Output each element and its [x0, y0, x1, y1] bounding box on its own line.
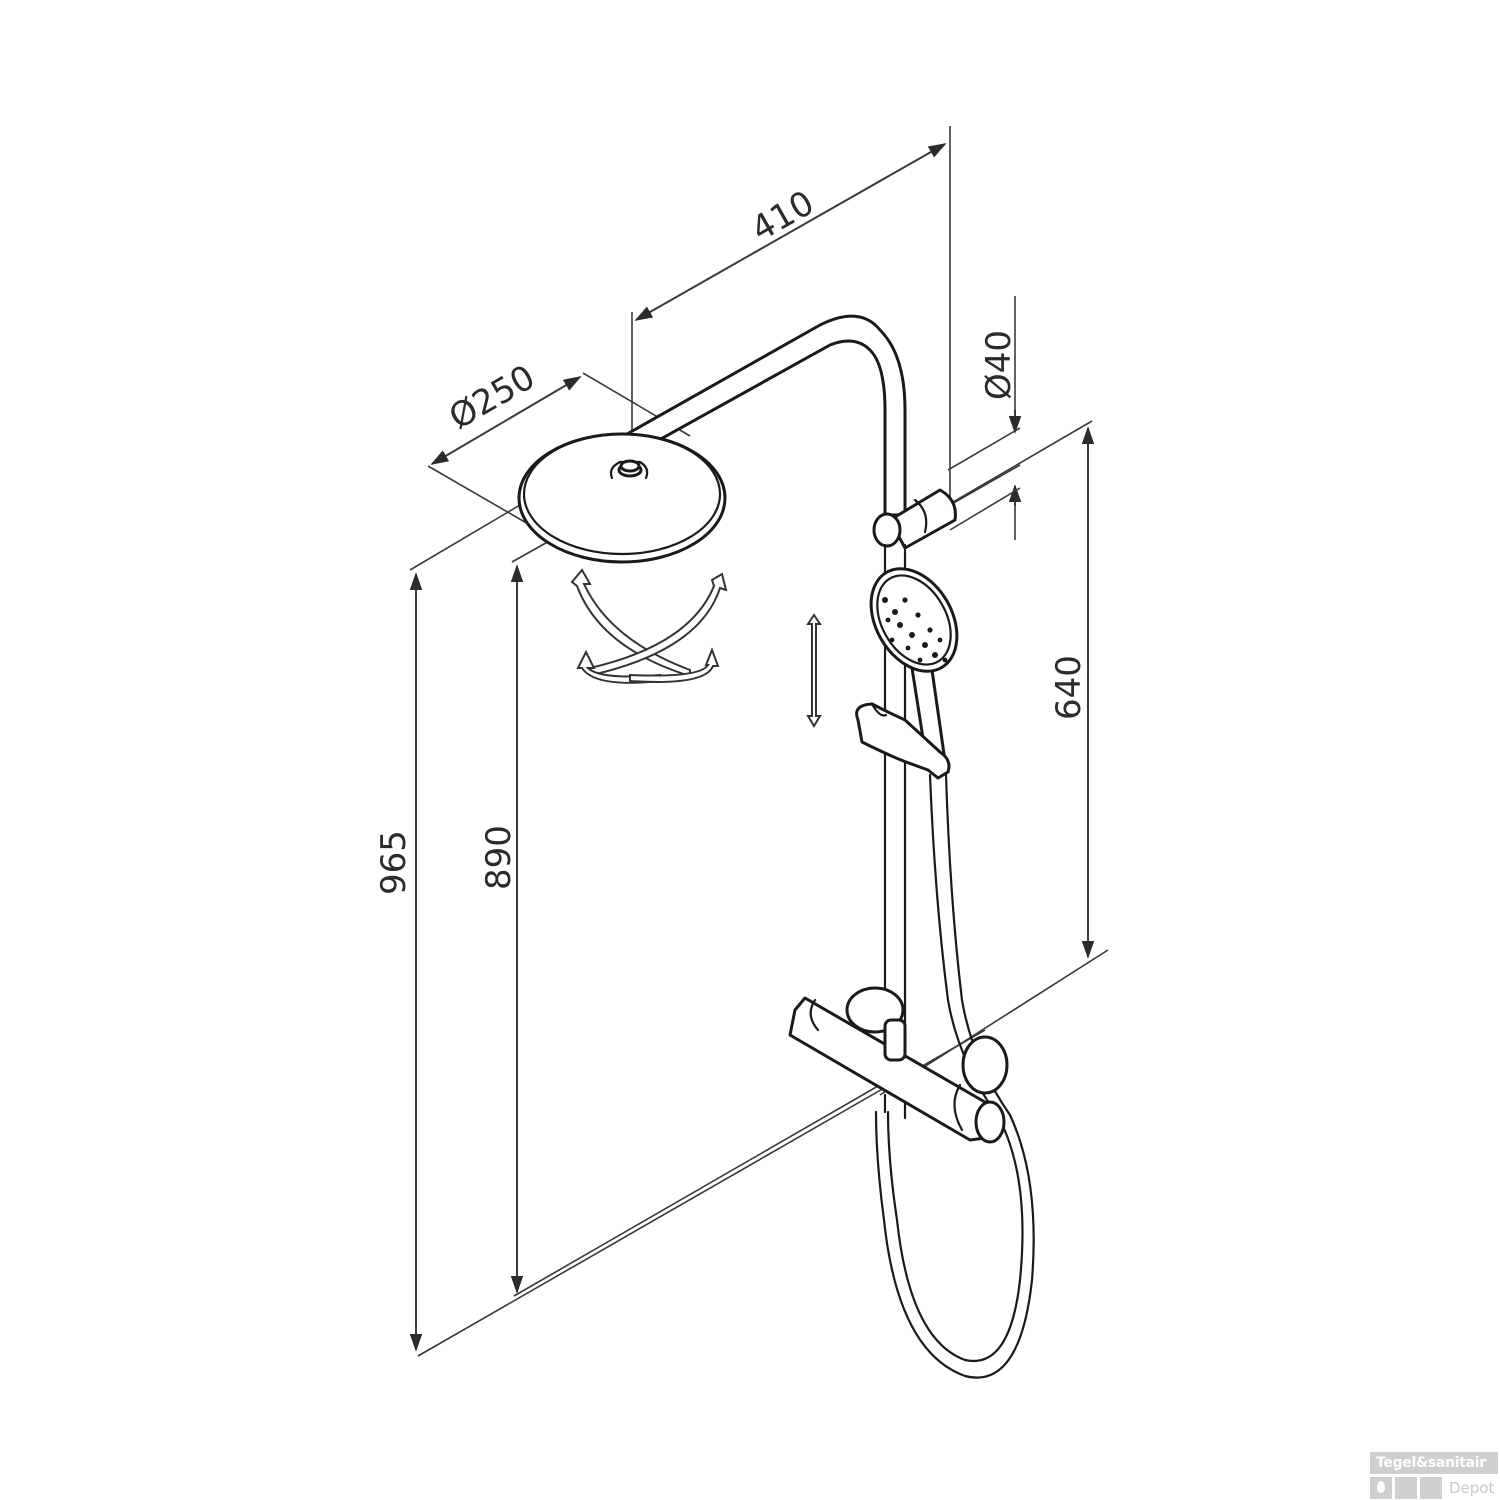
dim-label-640: 640	[1049, 655, 1089, 720]
water-drop-icon	[1370, 1477, 1392, 1499]
shower-hose	[874, 773, 1035, 1379]
dim-label-40: Ø40	[979, 330, 1019, 400]
dim-label-965: 965	[374, 830, 414, 895]
spray-nozzles	[882, 597, 948, 663]
dimension-640: 640	[879, 420, 1109, 1096]
rail-clamp	[872, 488, 957, 550]
dim-label-250: Ø250	[443, 357, 542, 437]
slide-arrow-icon	[806, 613, 822, 728]
dim-label-890: 890	[479, 825, 519, 890]
watermark-title: Tegel&sanitair	[1370, 1452, 1498, 1474]
tile-icon	[1420, 1477, 1442, 1499]
dimension-890: 890	[479, 534, 886, 1297]
dim-label-410: 410	[745, 183, 821, 250]
tile-icon	[1395, 1477, 1417, 1499]
dimension-40: Ø40	[947, 296, 1022, 540]
watermark-logo: Tegel&sanitair Depot	[1370, 1452, 1498, 1500]
rain-shower-head	[517, 432, 727, 564]
rotation-arrows-icon	[570, 568, 728, 684]
thermostatic-mixer	[788, 986, 1009, 1144]
hand-shower-holder	[855, 702, 951, 780]
hand-shower	[869, 567, 959, 772]
watermark-subtitle: Depot	[1449, 1479, 1495, 1497]
